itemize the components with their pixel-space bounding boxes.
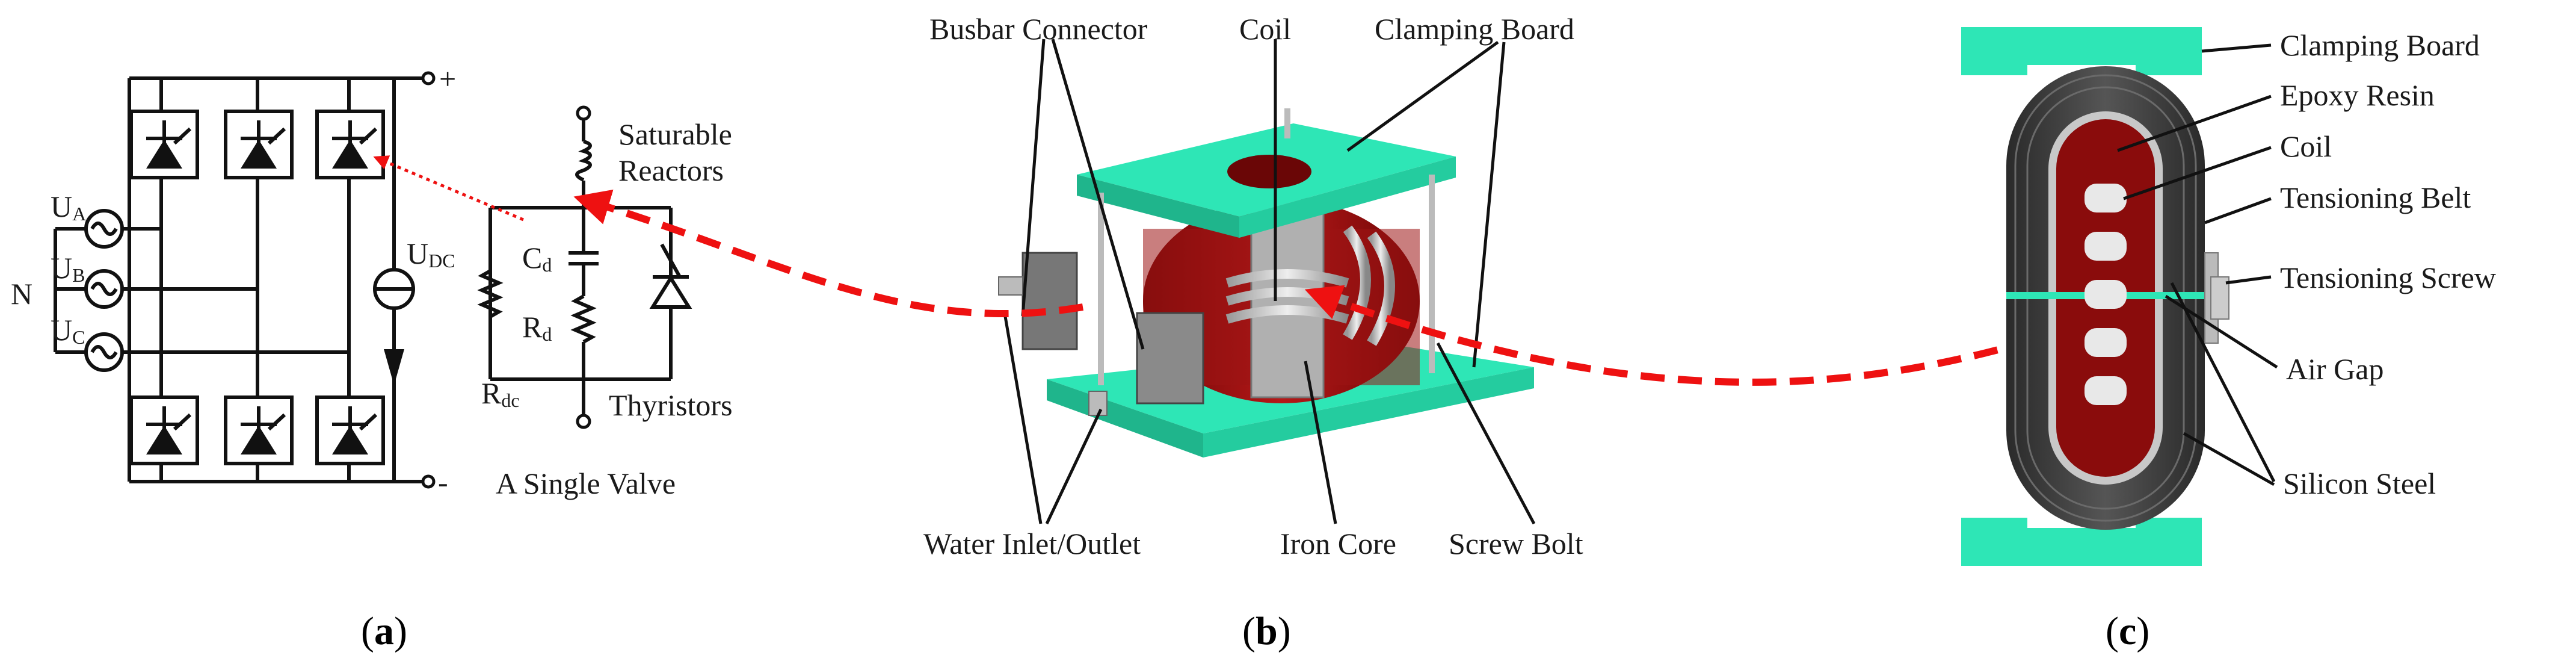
minus-label: - — [438, 465, 448, 499]
ac-source-icon — [84, 332, 124, 372]
saturable-reactors-label-2: Reactors — [618, 154, 724, 187]
cd-label: Cd — [522, 241, 552, 276]
phase-b-label: UB — [51, 251, 85, 286]
rd-label: Rd — [522, 310, 552, 345]
capacitor-icon — [569, 251, 599, 265]
rdc-label: Rdc — [481, 376, 520, 411]
screw-bolts — [1098, 108, 1435, 385]
ac-source-icon — [84, 269, 124, 309]
caption-a: (a) — [361, 609, 407, 653]
caption-b: (b) — [1242, 609, 1291, 653]
iron-core-label: Iron Core — [1280, 527, 1396, 560]
thyristor-icon — [224, 395, 294, 465]
plus-terminal — [421, 71, 436, 85]
plus-label: + — [439, 62, 456, 96]
ac-source-icon — [84, 209, 124, 249]
silicon-steel-label: Silicon Steel — [2283, 467, 2436, 500]
single-valve-label: A Single Valve — [496, 467, 676, 500]
epoxy-resin-label: Epoxy Resin — [2280, 78, 2435, 112]
phase-a-label: UA — [51, 190, 86, 225]
coil-label-b: Coil — [1239, 12, 1291, 46]
neutral-label: N — [11, 277, 32, 311]
thyristor-icon — [315, 395, 385, 465]
water-inlet-outlet-label: Water Inlet/Outlet — [923, 527, 1141, 560]
valve-to-reactor-arrow — [573, 189, 1083, 317]
busbar-connector-label: Busbar Connector — [929, 12, 1148, 46]
coil-conductors — [2085, 184, 2127, 405]
valve-pointer-arrow — [373, 155, 524, 222]
tensioning-belt-label: Tensioning Belt — [2280, 181, 2471, 214]
panel-a-circuit: + - — [11, 62, 733, 653]
resistor-icon — [570, 294, 597, 344]
panel-b-leaders — [1003, 39, 1536, 525]
tensioning-screw-label: Tensioning Screw — [2280, 261, 2496, 294]
tensioning-screw — [2204, 252, 2229, 344]
dc-current-source-icon — [373, 268, 415, 385]
inductor-icon — [575, 140, 592, 182]
panel-c-leaders — [2117, 43, 2278, 486]
thyristor-icon — [649, 243, 692, 309]
clamping-board-label-b: Clamping Board — [1375, 12, 1574, 46]
resistor-icon — [477, 269, 504, 318]
water-inlet — [1088, 391, 1108, 416]
thyristor-icon — [224, 110, 294, 179]
minus-terminal — [421, 474, 436, 489]
saturable-reactors-label-1: Saturable — [618, 117, 732, 151]
panel-b-reactor-3d: Busbar Connector Coil Clamping Board Wat… — [923, 12, 1583, 653]
top-clamping-board — [1077, 123, 1456, 238]
busbar-connector — [998, 252, 1204, 405]
thyristors-label: Thyristors — [609, 388, 733, 422]
udc-label: UDC — [407, 237, 455, 271]
panel-c-cross-section: Clamping Board Epoxy Resin Coil Tensioni… — [1961, 27, 2496, 653]
thyristor-icon — [315, 110, 385, 179]
single-valve-schematic — [477, 105, 692, 429]
caption-c: (c) — [2106, 609, 2149, 653]
screw-bolt-label: Screw Bolt — [1449, 527, 1583, 560]
coil-label-c: Coil — [2280, 129, 2332, 163]
cross-section-to-reactor-arrow — [1304, 285, 2035, 386]
thyristor-icon — [129, 395, 199, 465]
thyristor-icon — [129, 110, 199, 179]
phase-c-label: UC — [51, 313, 85, 348]
air-gap-label: Air Gap — [2286, 352, 2383, 386]
clamping-board-label-c: Clamping Board — [2280, 28, 2480, 62]
